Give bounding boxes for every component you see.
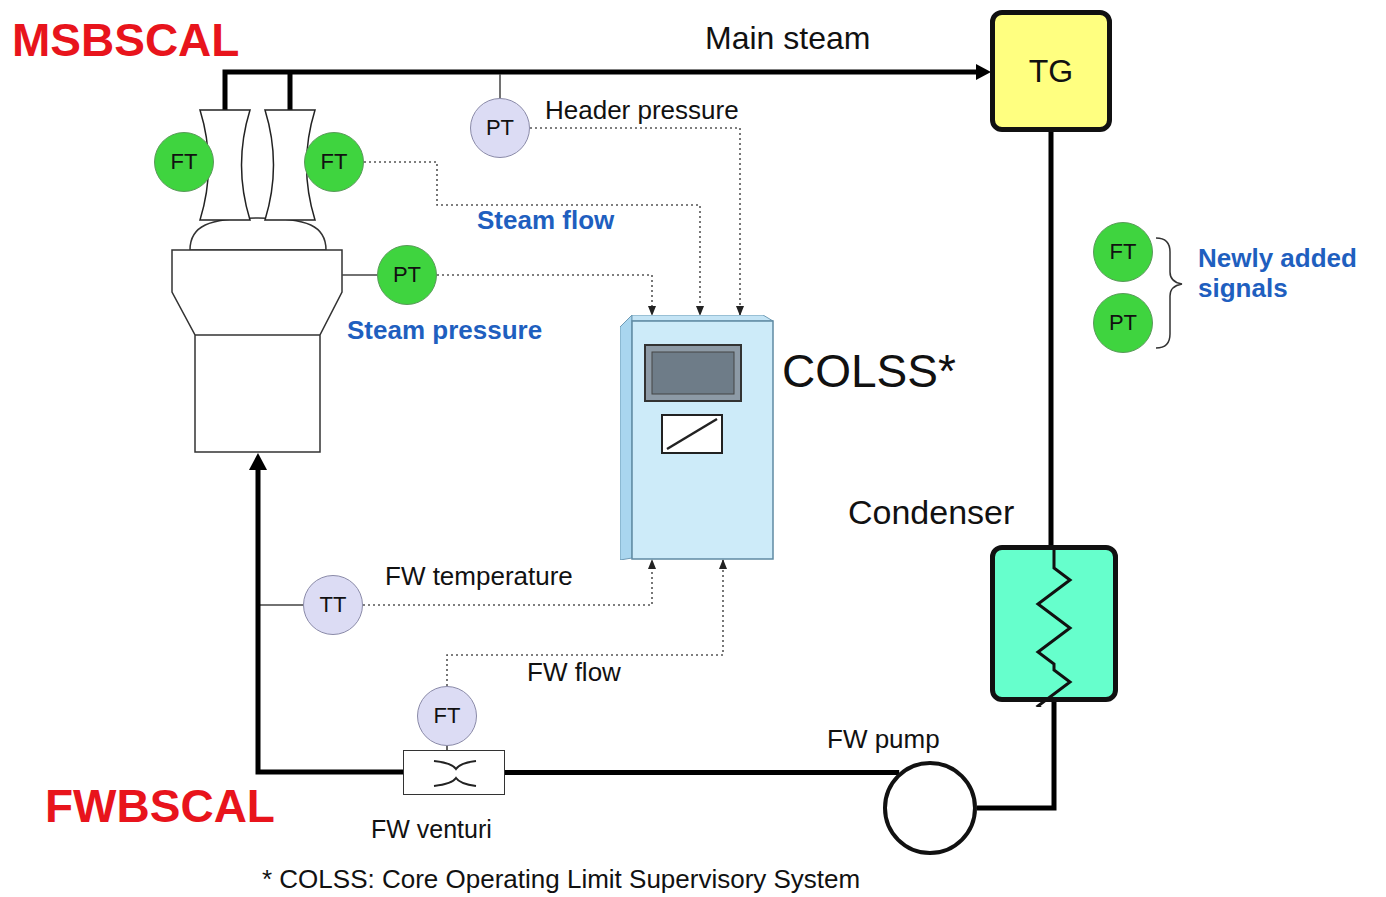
- signal-line: [437, 275, 652, 315]
- cabinet-top: [632, 315, 773, 321]
- signal-line: [364, 162, 700, 315]
- steam-generator: [172, 250, 342, 452]
- signal-line: [363, 560, 652, 605]
- cabinet-screen: [645, 345, 741, 401]
- signal-label: FW flow: [525, 658, 623, 688]
- signal-label: Header pressure: [543, 96, 741, 126]
- cabinet-side: [620, 315, 632, 560]
- node-venturi: FW venturi: [403, 750, 505, 795]
- node-label: FT: [321, 149, 348, 174]
- node-heading: FW pump: [827, 725, 940, 755]
- node-label: PT: [393, 262, 421, 287]
- cabinet-drawing: [620, 315, 775, 560]
- node-green: FT: [154, 132, 214, 192]
- node-green: PT: [1093, 293, 1153, 353]
- condenser-coil: [995, 550, 1123, 707]
- annotation-label: MSBSCAL: [12, 14, 239, 67]
- node-label: TT: [320, 592, 347, 617]
- pipe-line: [977, 702, 1054, 808]
- annotation-label: FWBSCAL: [45, 780, 275, 833]
- cabinet-switch-mark: [667, 419, 717, 449]
- node-pump: FW pump: [883, 761, 977, 855]
- node-label: FT: [171, 149, 198, 174]
- signal-label: Steam pressure: [345, 316, 544, 346]
- node-green: FT: [304, 132, 364, 192]
- node-cond: Condenser: [990, 545, 1118, 702]
- coil-winding: [1038, 550, 1070, 707]
- node-colss: COLSS*: [620, 315, 775, 560]
- pipe-line: [1049, 132, 1054, 545]
- node-green: PT: [377, 245, 437, 305]
- cabinet-screen-inner: [652, 352, 734, 394]
- signal-label: Steam flow: [475, 206, 616, 236]
- venturi-throat: [404, 751, 506, 796]
- cabinet-switch: [662, 415, 722, 453]
- node-lav: PT: [470, 98, 530, 158]
- annotation-label: Newly added signals: [1198, 244, 1380, 304]
- cabinet-front: [632, 321, 773, 559]
- venturi-curve: [434, 761, 476, 786]
- node-label: FT: [1110, 239, 1137, 264]
- legend-brace: [1156, 238, 1182, 348]
- flow-arrow: [976, 64, 991, 80]
- node-label: PT: [1109, 310, 1137, 335]
- node-heading: Condenser: [848, 493, 1014, 532]
- node-lav: TT: [303, 575, 363, 635]
- node-label: PT: [486, 115, 514, 140]
- node-green: FT: [1093, 222, 1153, 282]
- steam-generator-dome: [190, 218, 326, 250]
- annotation-label: Main steam: [705, 20, 870, 57]
- node-tg: TG: [990, 10, 1112, 132]
- footnote-caption: * COLSS: Core Operating Limit Supervisor…: [262, 865, 860, 895]
- pipe-line: [505, 770, 899, 775]
- feedwater-pipe: [258, 468, 403, 772]
- node-label: TG: [1029, 53, 1073, 90]
- node-label: FT: [434, 703, 461, 728]
- flow-arrow: [249, 453, 267, 470]
- signal-label: FW temperature: [383, 562, 575, 592]
- node-heading: FW venturi: [371, 815, 492, 844]
- node-lav: FT: [417, 686, 477, 746]
- node-heading: COLSS*: [782, 345, 956, 398]
